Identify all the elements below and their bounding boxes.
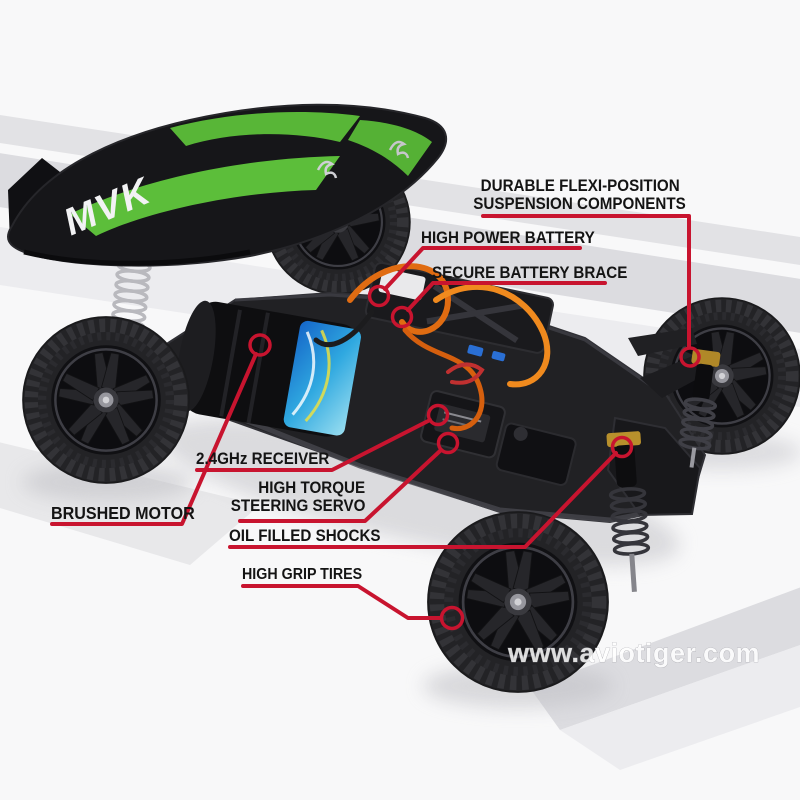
callout-text: SECURE BATTERY BRACE bbox=[432, 264, 628, 282]
watermark-text: www.aviotiger.com bbox=[507, 638, 760, 668]
callout-text: STEERING SERVO bbox=[230, 497, 365, 516]
callout-line-suspension-components bbox=[481, 214, 691, 349]
callout-marker-brushed-motor bbox=[248, 333, 272, 357]
rear-wing: MVK bbox=[7, 103, 448, 267]
callout-line-brushed-motor bbox=[50, 352, 258, 526]
callout-marker-suspension-components bbox=[679, 346, 701, 368]
callout-line-high-grip-tires bbox=[241, 584, 442, 620]
callout-text: 2.4GHz RECEIVER bbox=[196, 450, 330, 468]
callout-label-oil-filled-shocks: OIL FILLED SHOCKS bbox=[229, 527, 394, 545]
callout-line-receiver bbox=[195, 418, 432, 472]
callout-label-suspension-components: DURABLE FLEXI-POSITION SUSPENSION COMPON… bbox=[455, 177, 705, 214]
callout-line-oil-filled-shocks bbox=[228, 451, 618, 549]
callout-overlay bbox=[50, 214, 701, 631]
callout-text: OIL FILLED SHOCKS bbox=[229, 527, 381, 545]
callout-label-steering-servo: HIGH TORQUE STEERING SERVO bbox=[185, 479, 365, 516]
callout-line-steering-servo bbox=[238, 448, 443, 523]
callout-marker-secure-battery-brace bbox=[390, 305, 414, 329]
callout-line-high-power-battery bbox=[383, 246, 582, 291]
brushed-motor-part bbox=[176, 300, 362, 437]
callout-marker-steering-servo bbox=[436, 431, 460, 455]
callout-label-high-grip-tires: HIGH GRIP TIRES bbox=[242, 566, 373, 583]
callout-label-secure-battery-brace: SECURE BATTERY BRACE bbox=[432, 264, 644, 282]
callout-label-high-power-battery: HIGH POWER BATTERY bbox=[421, 229, 610, 247]
callout-marker-high-grip-tires bbox=[439, 605, 465, 631]
callout-marker-oil-filled-shocks bbox=[610, 435, 634, 459]
callout-text: SUSPENSION COMPONENTS bbox=[473, 195, 687, 214]
wires bbox=[313, 263, 551, 432]
callout-label-brushed-motor: BRUSHED MOTOR bbox=[51, 503, 207, 524]
wheel-rear-left bbox=[23, 317, 189, 483]
callout-marker-receiver bbox=[426, 403, 450, 427]
callout-text: HIGH TORQUE bbox=[258, 479, 365, 497]
steering-servo-part bbox=[495, 422, 577, 486]
callout-marker-high-power-battery bbox=[367, 284, 391, 308]
callout-line-secure-battery-brace bbox=[406, 281, 607, 312]
callout-text: HIGH GRIP TIRES bbox=[242, 566, 363, 583]
callout-text: BRUSHED MOTOR bbox=[51, 503, 195, 523]
callout-text: DURABLE FLEXI-POSITION bbox=[480, 177, 680, 195]
callout-text: HIGH POWER BATTERY bbox=[421, 229, 595, 247]
callout-label-receiver: 2.4GHz RECEIVER bbox=[196, 450, 341, 468]
